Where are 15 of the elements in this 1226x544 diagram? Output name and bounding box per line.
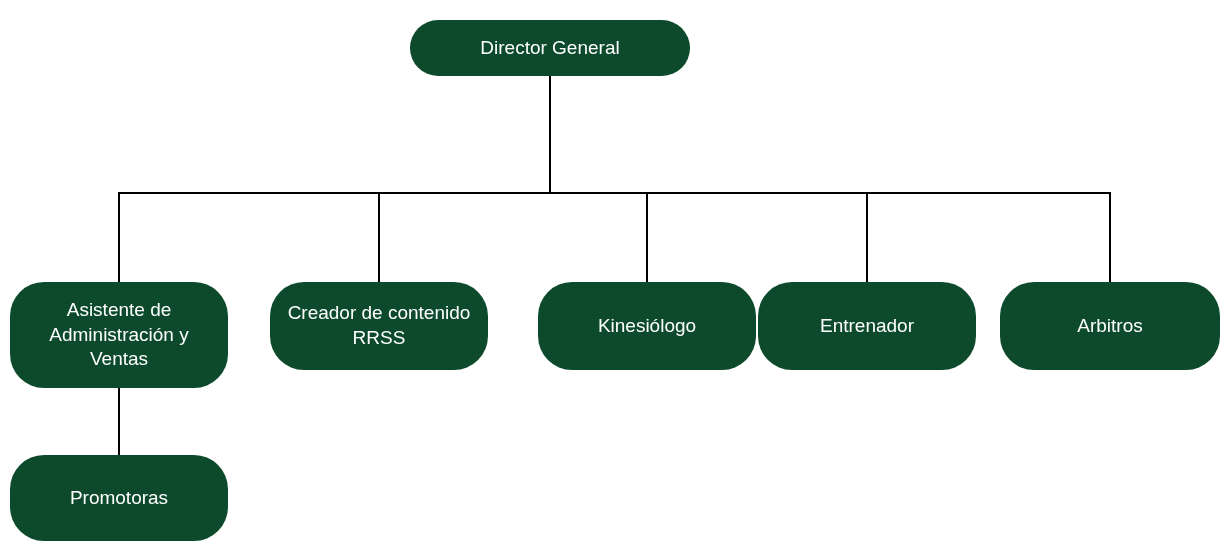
role-label: Entrenador bbox=[820, 313, 914, 338]
role-box bbox=[1000, 282, 1220, 370]
role-label: Director General bbox=[480, 35, 620, 60]
role-label: Asistente de Administración y Ventas bbox=[48, 297, 190, 372]
role-label: Arbitros bbox=[1077, 313, 1143, 338]
role-box bbox=[10, 455, 228, 541]
role-box bbox=[10, 282, 228, 388]
role-box bbox=[538, 282, 756, 370]
connector-line bbox=[118, 387, 120, 456]
role-label: Kinesiólogo bbox=[597, 313, 697, 338]
role-label: Promotoras bbox=[69, 485, 169, 510]
role-label: Creador de contenido RRSS bbox=[286, 301, 472, 350]
role-box bbox=[758, 282, 976, 370]
role-box bbox=[270, 282, 488, 370]
role-box bbox=[410, 20, 690, 76]
